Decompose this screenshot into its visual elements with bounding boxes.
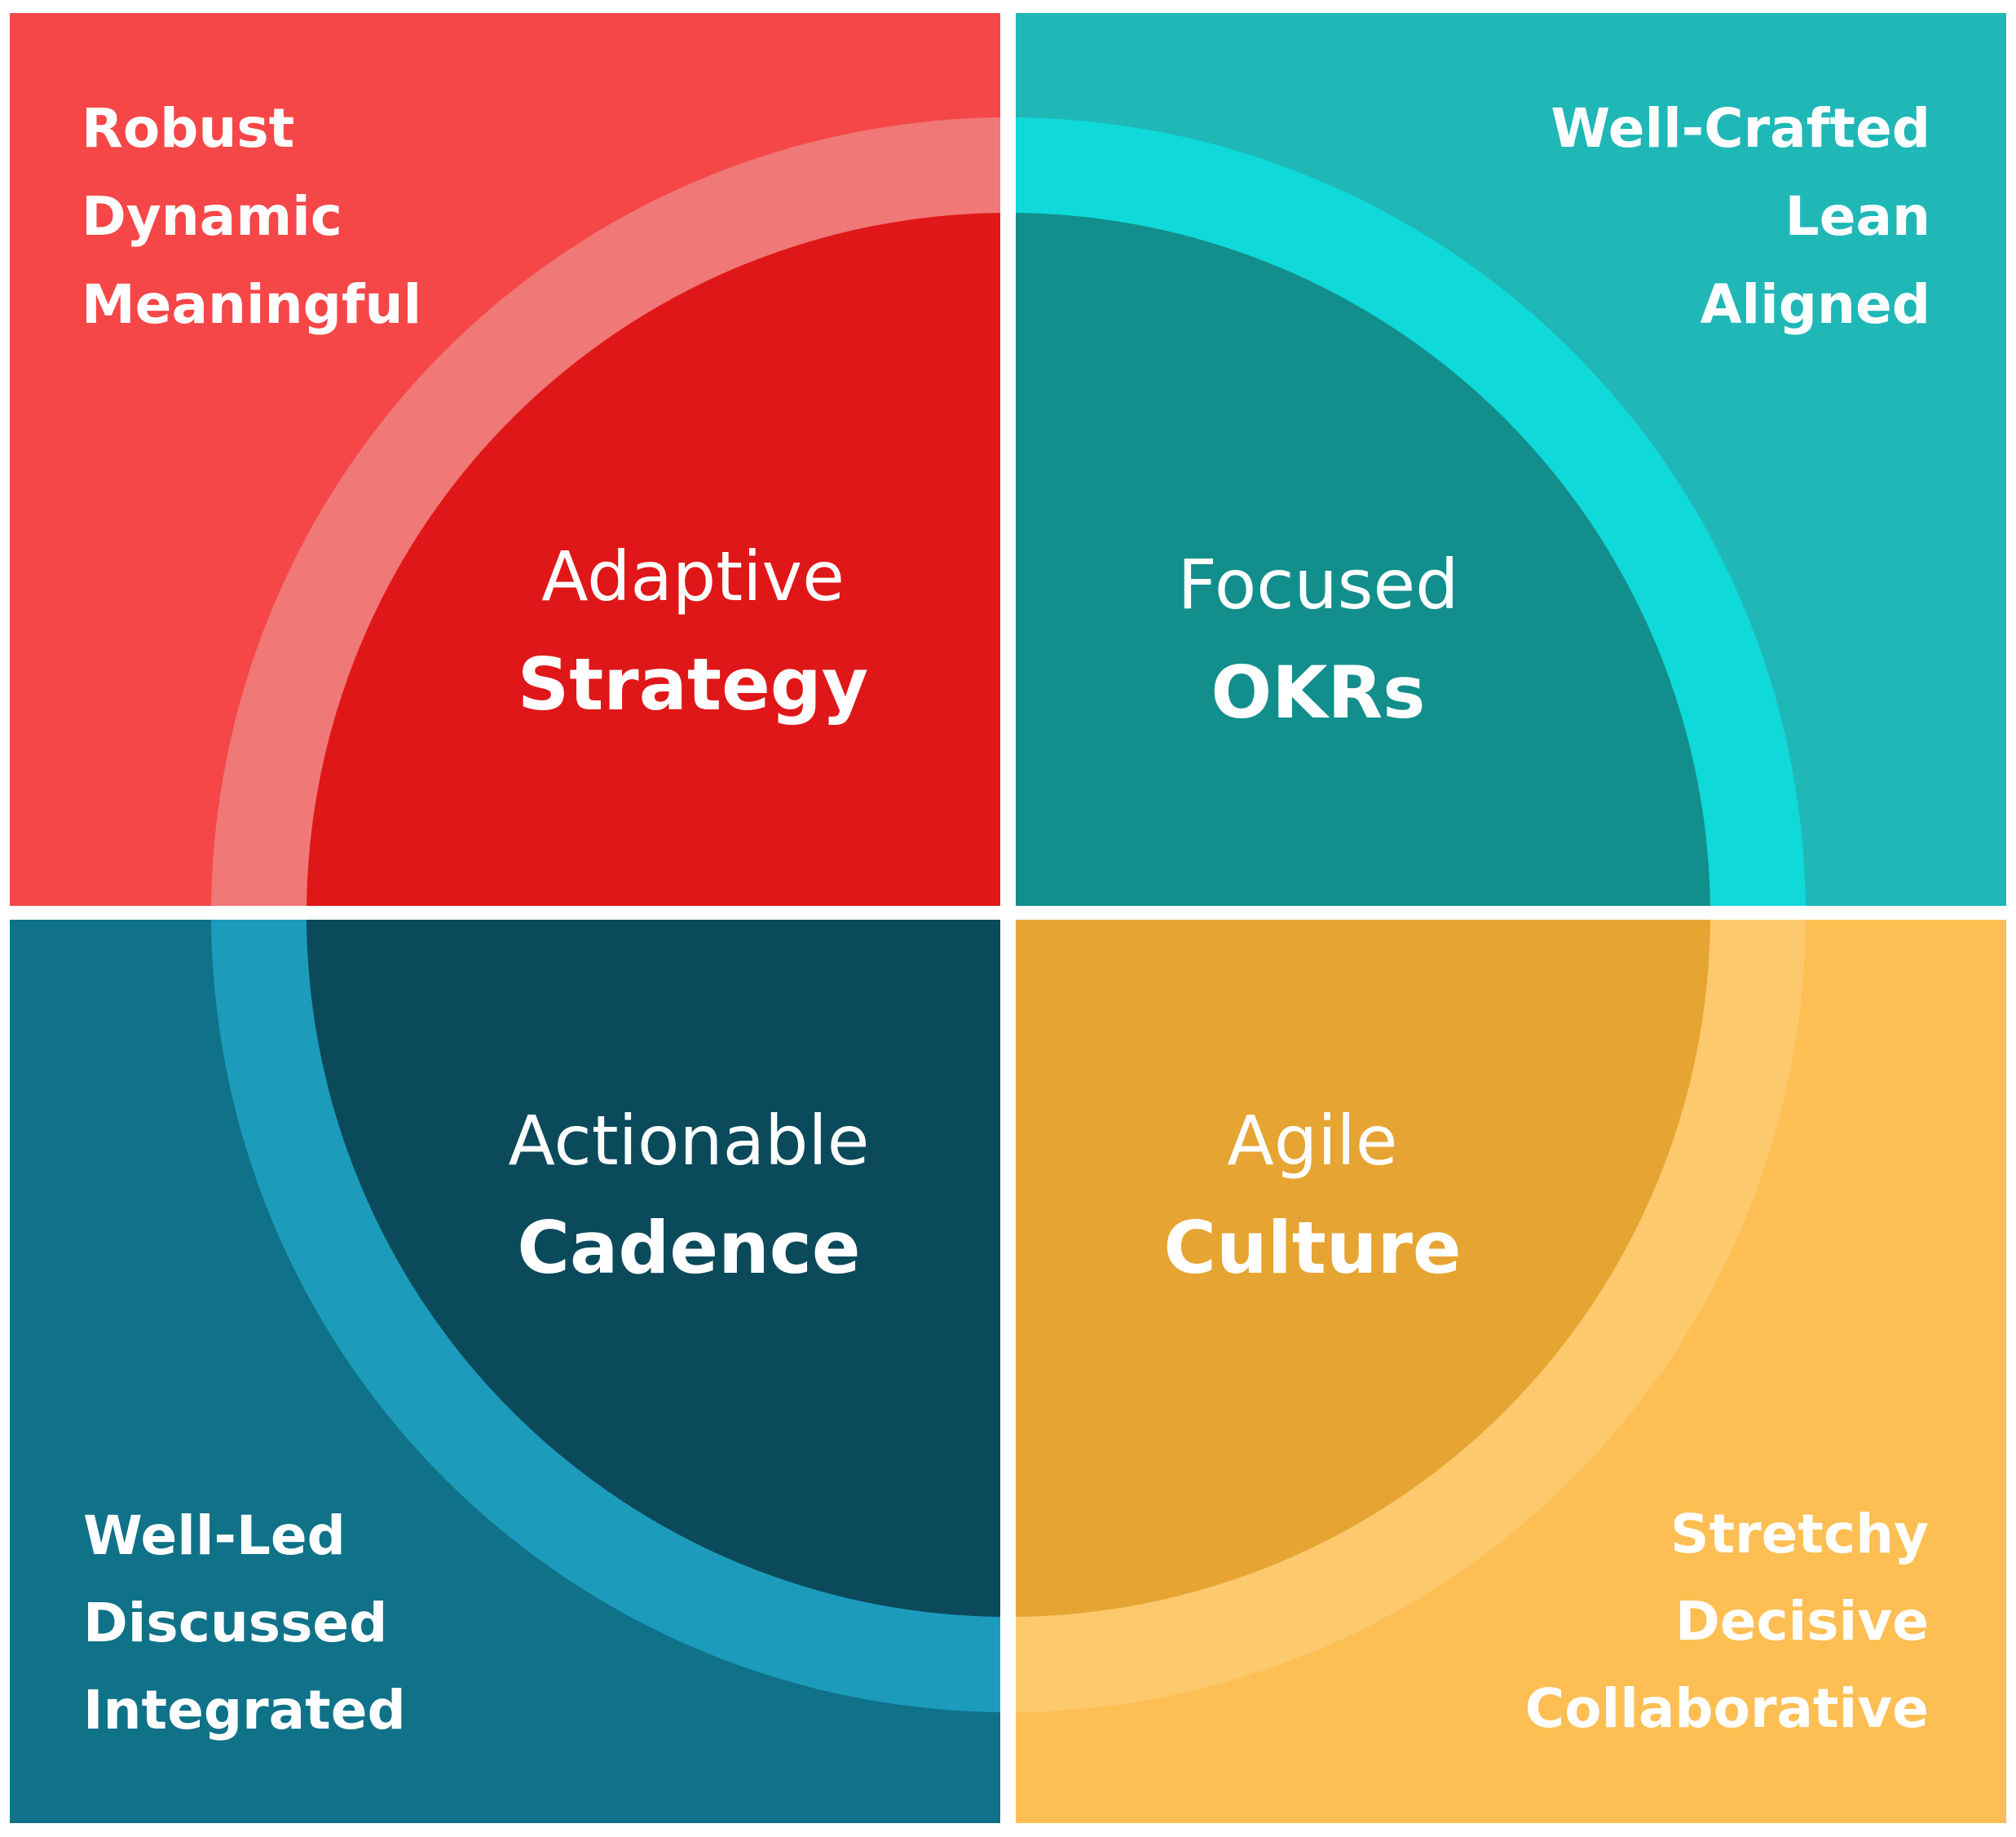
quadrant-top-right: [1016, 13, 2006, 906]
bottom-right-word-2: Decisive: [1675, 1590, 1929, 1653]
top-left-word-2: Dynamic: [82, 185, 342, 248]
top-left-center-bold: Strategy: [518, 643, 868, 726]
bottom-right-center-bold: Culture: [1163, 1206, 1461, 1290]
bottom-left-center-label: Actionable Cadence: [509, 1101, 870, 1290]
top-right-word-3: Aligned: [1700, 273, 1930, 336]
bottom-right-center-label: Agile Culture: [1163, 1101, 1461, 1290]
bottom-left-word-2: Discussed: [83, 1592, 387, 1654]
top-left-inner-circle: [307, 213, 1000, 906]
quadrant-top-left: [10, 13, 1000, 906]
top-right-center-light: Focused: [1178, 545, 1459, 625]
top-right-center-label: Focused OKRs: [1178, 545, 1459, 735]
top-right-word-list: Well-Crafted Lean Aligned: [1551, 97, 1930, 336]
top-right-word-2: Lean: [1785, 185, 1930, 248]
bottom-right-word-3: Collaborative: [1525, 1677, 1929, 1740]
top-right-inner-circle: [1016, 213, 1710, 906]
top-left-word-1: Robust: [82, 97, 294, 160]
quadrant-bottom-right: [1016, 920, 2006, 1823]
bottom-right-inner-circle: [1016, 920, 1710, 1617]
top-left-center-label: Adaptive Strategy: [518, 537, 868, 726]
bottom-right-word-1: Stretchy: [1670, 1503, 1929, 1565]
bottom-right-word-list: Stretchy Decisive Collaborative: [1525, 1503, 1929, 1740]
top-left-center-light: Adaptive: [541, 537, 845, 616]
bottom-left-center-bold: Cadence: [517, 1206, 860, 1290]
bottom-right-center-light: Agile: [1227, 1101, 1397, 1181]
top-right-center-bold: OKRs: [1211, 651, 1425, 735]
bottom-left-center-light: Actionable: [509, 1101, 870, 1181]
bottom-left-word-list: Well-Led Discussed Integrated: [83, 1504, 406, 1742]
top-left-word-3: Meaningful: [82, 273, 421, 336]
bottom-left-inner-circle: [307, 920, 1000, 1617]
bottom-left-word-3: Integrated: [83, 1679, 406, 1742]
quadrant-bottom-left: [10, 920, 1000, 1823]
top-left-word-list: Robust Dynamic Meaningful: [82, 97, 421, 336]
top-right-word-1: Well-Crafted: [1551, 97, 1930, 160]
bottom-left-word-1: Well-Led: [83, 1504, 346, 1567]
